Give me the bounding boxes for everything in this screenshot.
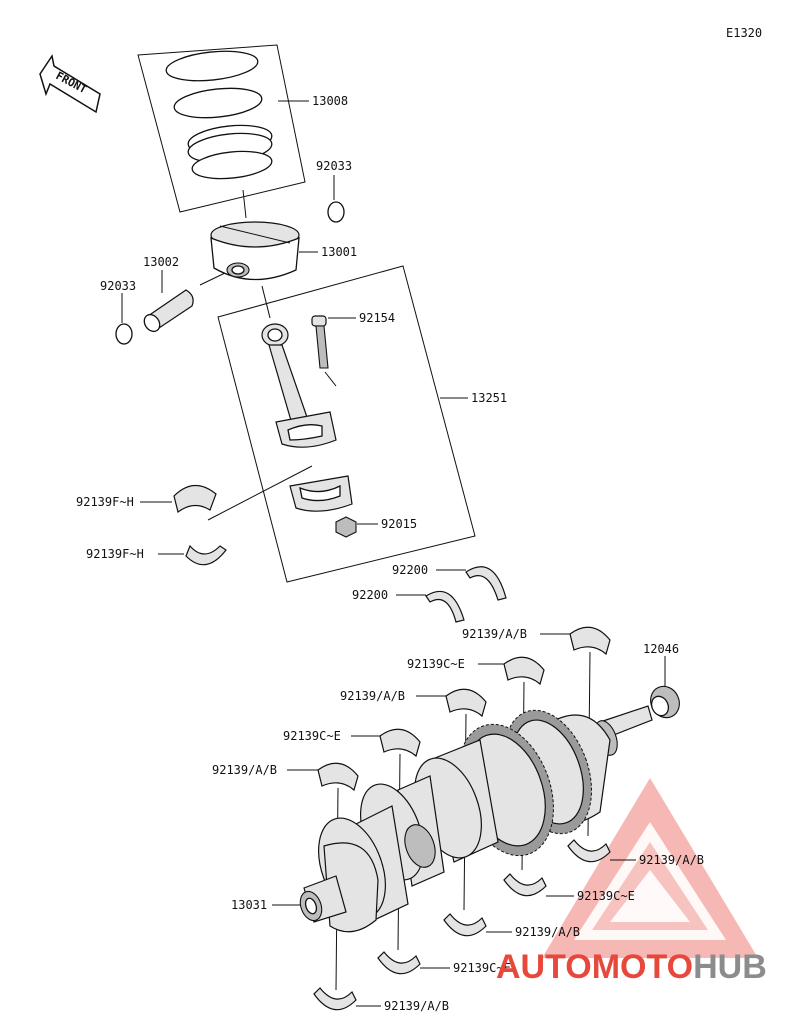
callout-92154: 92154 bbox=[359, 311, 395, 325]
brand-moto-text: MOTO bbox=[592, 948, 693, 986]
callout-92200-b: 92200 bbox=[352, 588, 388, 602]
brand-auto-text: AUTO bbox=[496, 948, 592, 986]
callout-92139ab-6: 92139/A/B bbox=[384, 999, 449, 1013]
callout-92139ab-3: 92139/A/B bbox=[212, 763, 277, 777]
connecting-rod-nut bbox=[335, 516, 357, 538]
callout-92139ce-2: 92139C~E bbox=[283, 729, 341, 743]
diagram-code: E1320 bbox=[726, 26, 762, 40]
rod-bearing-lower bbox=[185, 544, 227, 566]
front-arrow-icon: FRONT bbox=[39, 54, 101, 114]
watermark-logo bbox=[542, 778, 758, 958]
callout-92139ab-4: 92139/A/B bbox=[639, 853, 704, 867]
piston-pin bbox=[143, 272, 226, 333]
callout-92139ab-2: 92139/A/B bbox=[340, 689, 405, 703]
connecting-rod-cap bbox=[289, 475, 353, 512]
piston-pin-circlip bbox=[327, 201, 345, 223]
rod-bearing-upper bbox=[173, 484, 217, 514]
callout-13008: 13008 bbox=[312, 94, 348, 108]
connecting-rod bbox=[261, 285, 337, 448]
callout-92139ce-3: 92139C~E bbox=[577, 889, 635, 903]
callout-92139ce-1: 92139C~E bbox=[407, 657, 465, 671]
needle-bearing bbox=[650, 685, 680, 719]
callout-92139fh-lower: 92139F~H bbox=[86, 547, 144, 561]
callout-92139ab-1: 92139/A/B bbox=[462, 627, 527, 641]
callout-92200-a: 92200 bbox=[392, 563, 428, 577]
callout-92139ab-5: 92139/A/B bbox=[515, 925, 580, 939]
main-bearings-lower bbox=[313, 839, 636, 1011]
automotohub-wordmark: AUTOMOTOHUB bbox=[496, 948, 767, 986]
callout-13031: 13031 bbox=[231, 898, 267, 912]
callout-13002: 13002 bbox=[143, 255, 179, 269]
crankshaft bbox=[299, 705, 653, 933]
callout-92033-lower: 92033 bbox=[100, 279, 136, 293]
callout-13251: 13251 bbox=[471, 391, 507, 405]
piston bbox=[210, 189, 300, 281]
callout-12046: 12046 bbox=[643, 642, 679, 656]
brand-hub-text: HUB bbox=[693, 948, 767, 986]
connecting-rod-bolt bbox=[311, 315, 337, 387]
piston-pin-circlip-lower bbox=[115, 323, 133, 345]
callout-92139ce-4: 92139C~E bbox=[453, 961, 511, 975]
main-bearings-upper bbox=[287, 626, 611, 991]
callout-13001: 13001 bbox=[321, 245, 357, 259]
callout-92015: 92015 bbox=[381, 517, 417, 531]
piston-ring-set bbox=[137, 44, 306, 213]
thrust-washer-a bbox=[465, 566, 507, 601]
thrust-washer-b bbox=[425, 590, 465, 623]
callout-92033-upper: 92033 bbox=[316, 159, 352, 173]
brand-auto: AUTOMOTOHUB bbox=[496, 948, 767, 986]
callout-92139fh-upper: 92139F~H bbox=[76, 495, 134, 509]
